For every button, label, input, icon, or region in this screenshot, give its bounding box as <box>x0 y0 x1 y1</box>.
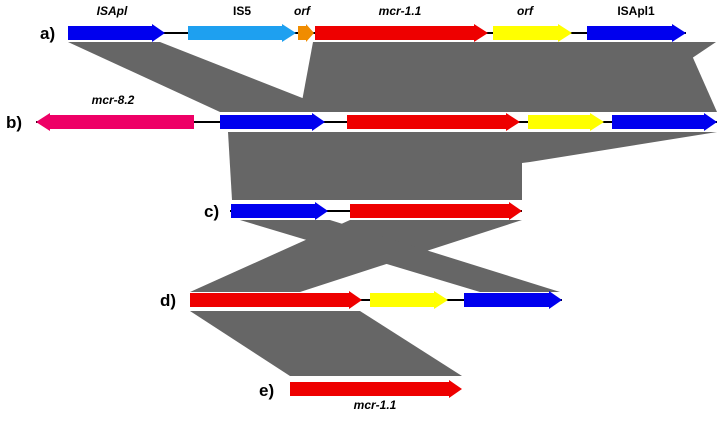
homology-b-c-2 <box>232 132 717 200</box>
mcr-arrow-e <box>290 380 462 398</box>
homology-a-b-3 <box>245 42 717 112</box>
mcr-arrow-b <box>347 113 520 131</box>
gene-label-mcr-8-2: mcr-8.2 <box>91 93 135 107</box>
panel-label-e: e) <box>259 381 275 400</box>
isapl1-arrow-d <box>464 291 562 309</box>
gene-label-isapl1: ISApl1 <box>617 4 655 18</box>
homology-blocks <box>68 42 717 376</box>
gene-label-mcr-1-1: mcr-1.1 <box>378 4 422 18</box>
isapl-arrow <box>68 24 165 42</box>
orf-small-arrow <box>298 24 314 42</box>
mcr-8-2-arrow <box>36 113 194 131</box>
isapl-arrow-c <box>231 202 328 220</box>
isapl1-arrow <box>587 24 686 42</box>
isapl-arrow-b <box>220 113 325 131</box>
panel-label-c: c) <box>204 202 220 221</box>
gene-label-orf-1: orf <box>294 4 310 18</box>
homology-a-b-1 <box>68 42 338 112</box>
mcr-1-1-arrow <box>315 24 488 42</box>
orf-arrow-b <box>528 113 604 131</box>
row-c-genes <box>231 202 522 220</box>
orf-arrow <box>493 24 572 42</box>
row-d-genes <box>190 291 562 309</box>
gene-label-isapl: ISApl <box>96 4 128 18</box>
row-a-genes <box>68 24 686 42</box>
homology-c-d-1 <box>190 220 522 292</box>
panel-label-a: a) <box>40 24 56 43</box>
homology-c-d-2 <box>240 220 560 292</box>
mcr-arrow-c <box>350 202 522 220</box>
panel-label-b: b) <box>6 113 23 132</box>
gene-label-orf-2: orf <box>517 4 533 18</box>
row-b-genes <box>36 113 717 131</box>
is5-arrow <box>188 24 296 42</box>
homology-d-e <box>190 311 462 376</box>
orf-arrow-d <box>370 291 448 309</box>
mcr-arrow-d <box>190 291 362 309</box>
gene-label-mcr-1-1-e: mcr-1.1 <box>353 398 397 412</box>
gene-label-is5: IS5 <box>232 4 252 18</box>
row-e-genes <box>290 380 462 398</box>
panel-label-d: d) <box>160 291 177 310</box>
isapl1-arrow-b <box>612 113 717 131</box>
homology-b-c-1 <box>228 132 522 200</box>
